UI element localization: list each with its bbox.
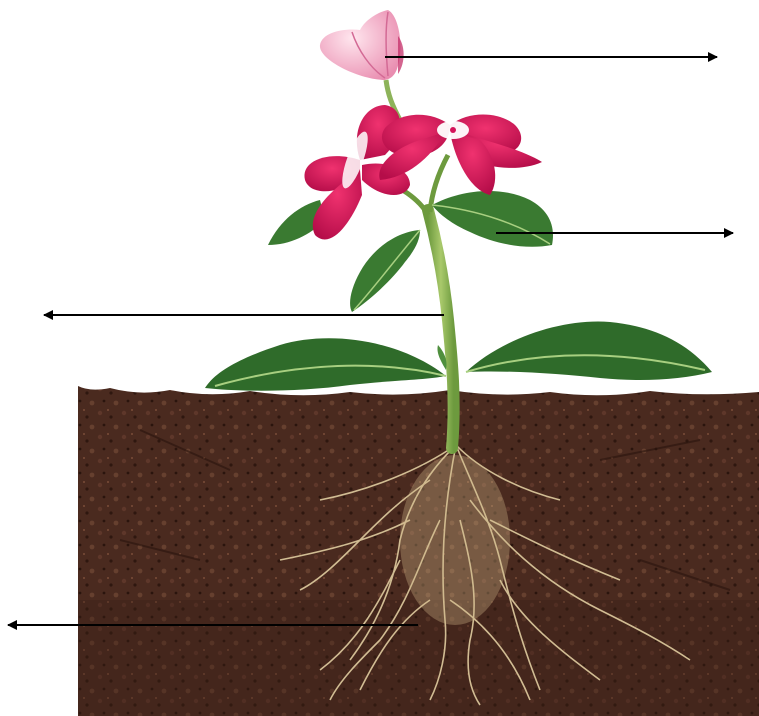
upper-right-leaf: [432, 191, 553, 247]
root-mass: [400, 455, 510, 625]
flower-bud: [320, 10, 404, 80]
lower-right-leaf: [466, 322, 712, 380]
lower-left-leaf: [205, 338, 446, 390]
leaves: [205, 191, 712, 391]
